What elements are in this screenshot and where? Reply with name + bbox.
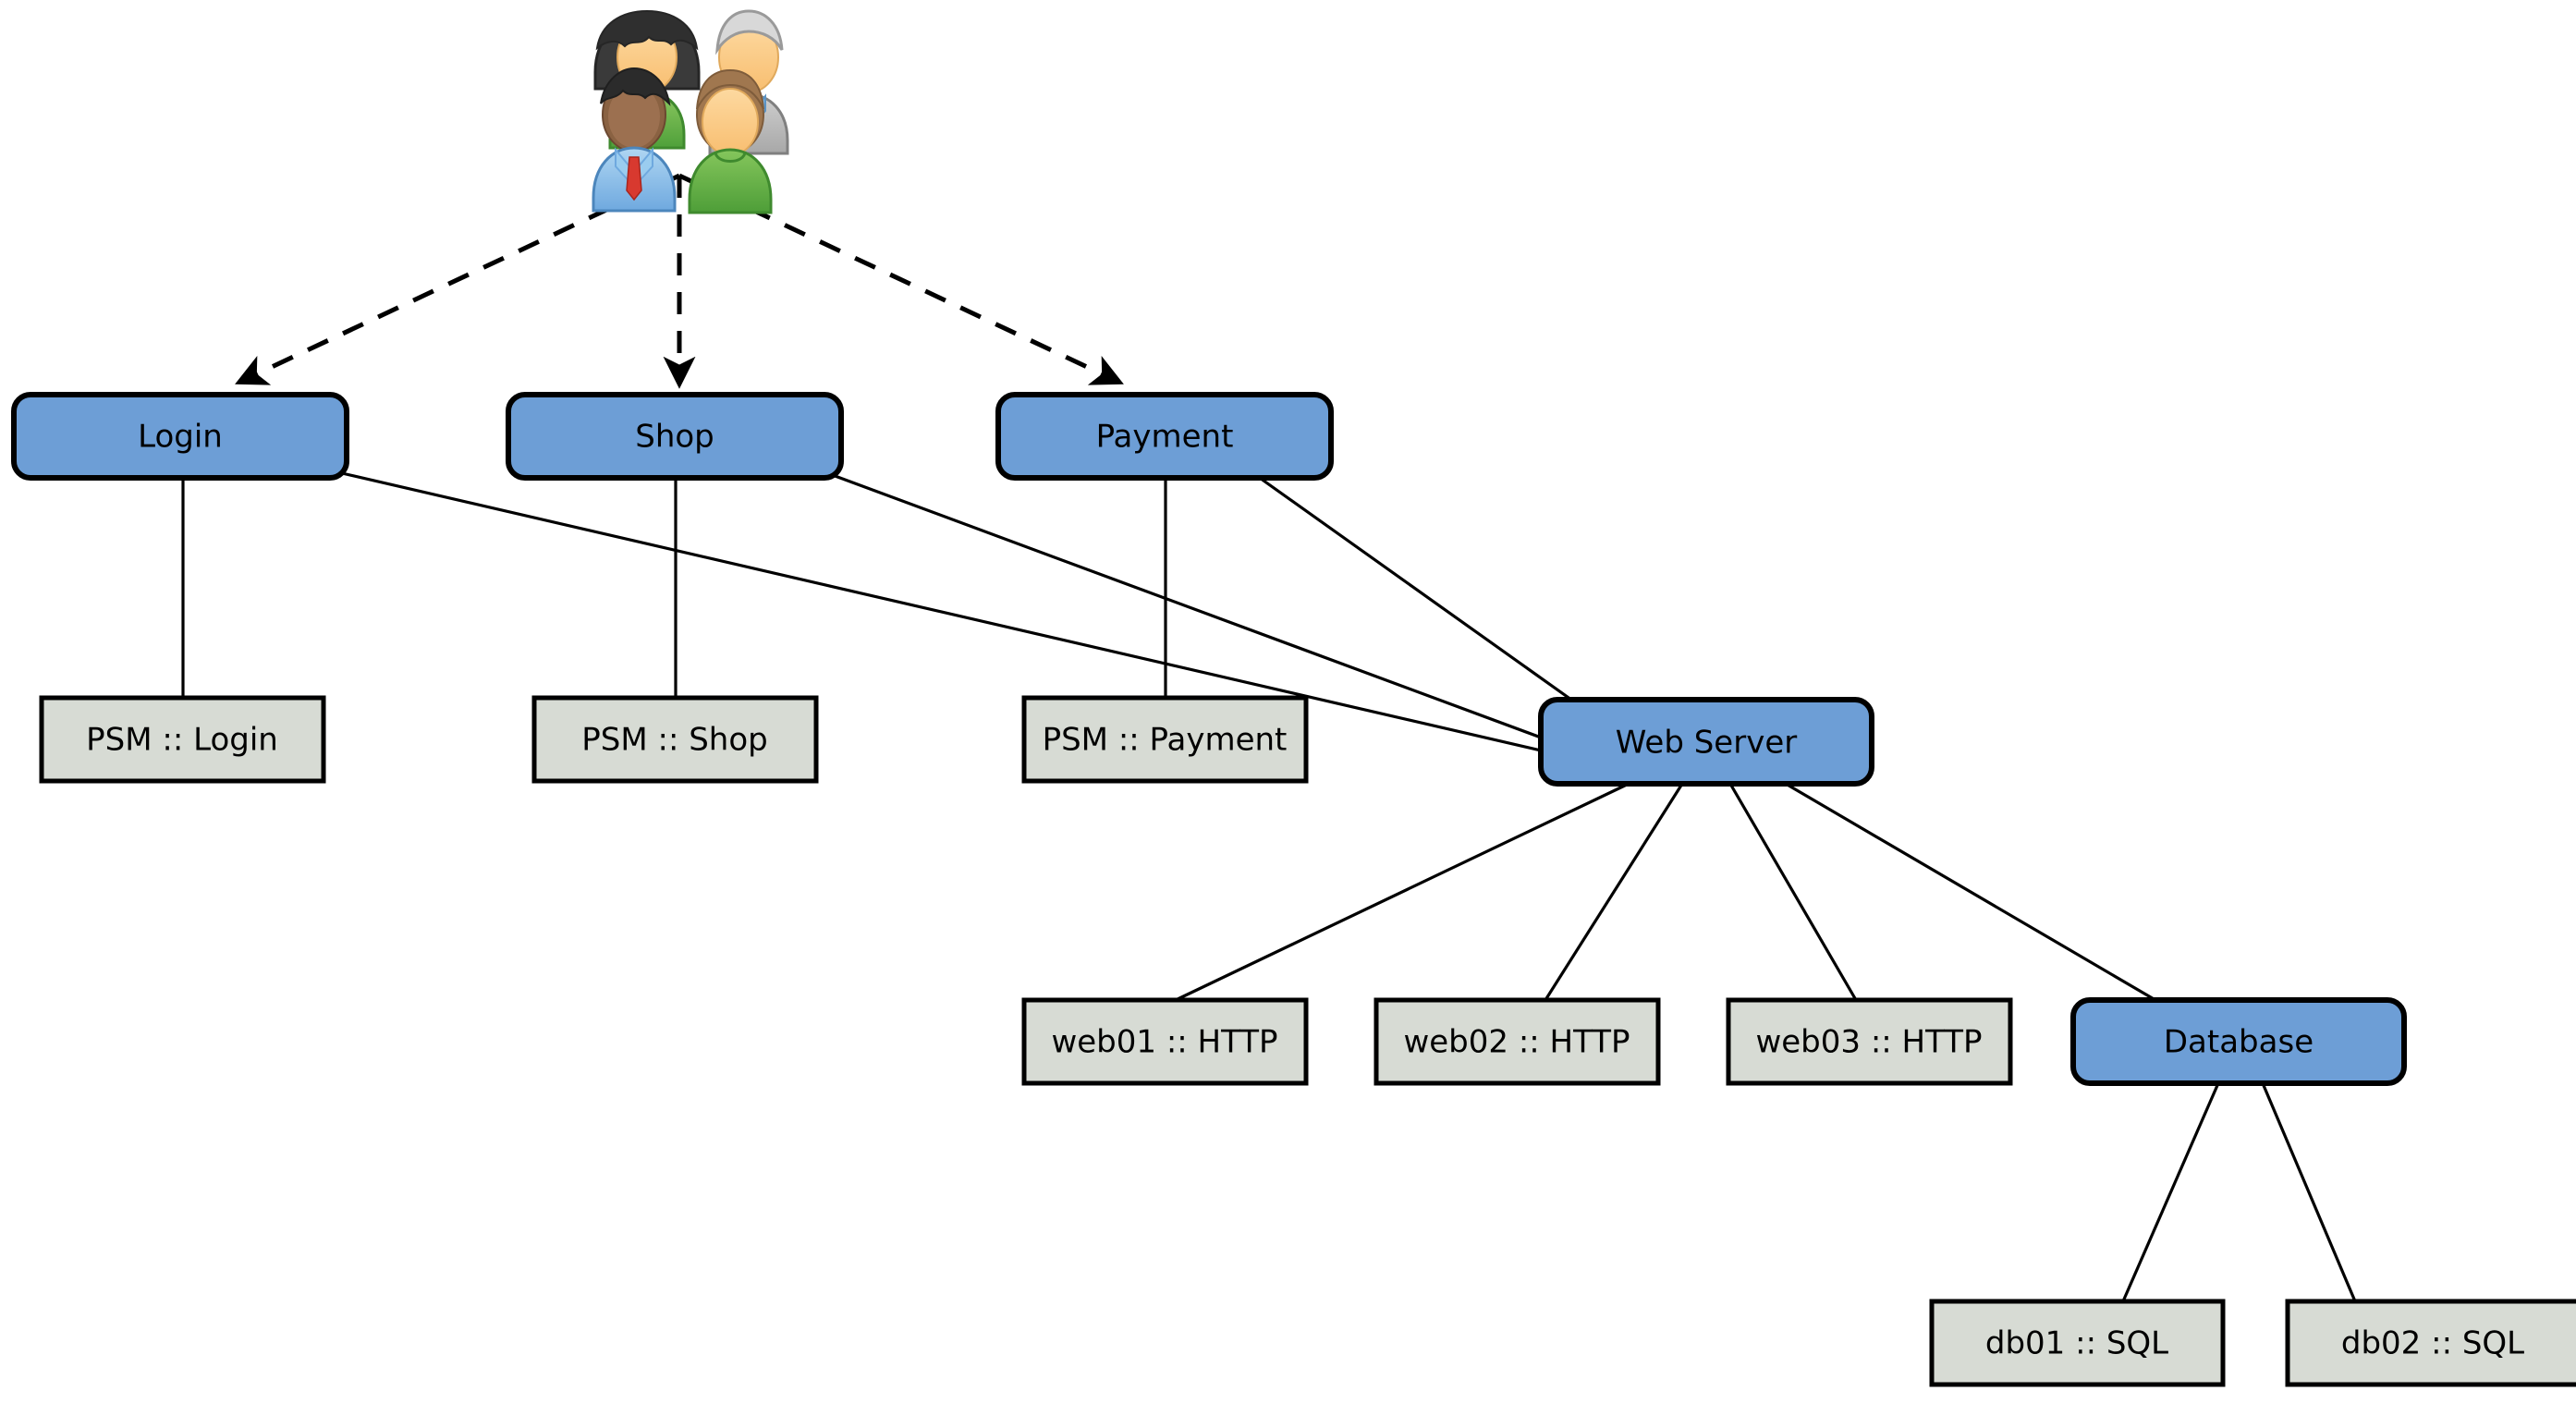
artifact-web03[interactable]: web03 :: HTTP [1726, 997, 2013, 1086]
node-shop-label: Shop [635, 419, 714, 456]
nodes-layer: Login Shop Payment Web Server Database [11, 392, 2576, 1387]
node-database[interactable]: Database [2070, 997, 2407, 1086]
edges-layer [181, 173, 2357, 1302]
edge-payment-webserver [1256, 474, 1572, 702]
node-web-server-label: Web Server [1616, 725, 1797, 762]
artifact-web01[interactable]: web01 :: HTTP [1021, 997, 1309, 1086]
edge-webserver-database [1785, 782, 2156, 1002]
actor-person-front-right [688, 68, 773, 214]
artifact-web02[interactable]: web02 :: HTTP [1373, 997, 1661, 1086]
artifact-db02-label: db02 :: SQL [2341, 1325, 2524, 1362]
actor-person-front-left [592, 67, 677, 213]
artifact-web03-label: web03 :: HTTP [1755, 1024, 1982, 1061]
edge-shop-webserver [829, 472, 1552, 743]
node-payment-label: Payment [1096, 419, 1234, 456]
node-login[interactable]: Login [11, 392, 349, 481]
node-database-label: Database [2164, 1024, 2314, 1061]
artifact-psm-payment-label: PSM :: Payment [1043, 722, 1288, 759]
artifact-db02[interactable]: db02 :: SQL [2285, 1299, 2576, 1387]
node-payment[interactable]: Payment [995, 392, 1334, 481]
artifact-psm-shop-label: PSM :: Shop [581, 722, 767, 759]
artifact-db01[interactable]: db01 :: SQL [1929, 1299, 2226, 1387]
artifact-db01-label: db01 :: SQL [1985, 1325, 2168, 1362]
artifact-psm-payment[interactable]: PSM :: Payment [1021, 695, 1309, 784]
edge-webserver-web02 [1544, 783, 1684, 1001]
edge-database-db02 [2261, 1082, 2357, 1302]
artifact-web02-label: web02 :: HTTP [1403, 1024, 1630, 1061]
edge-database-db01 [2121, 1082, 2220, 1302]
node-shop[interactable]: Shop [506, 392, 844, 481]
artifact-web01-label: web01 :: HTTP [1051, 1024, 1277, 1061]
node-web-server[interactable]: Web Server [1538, 697, 1874, 787]
edge-login-webserver [341, 471, 1554, 755]
node-login-label: Login [138, 419, 223, 456]
artifact-psm-login-label: PSM :: Login [86, 722, 278, 759]
artifact-psm-shop[interactable]: PSM :: Shop [531, 695, 819, 784]
edge-webserver-web01 [1175, 782, 1630, 1002]
artifact-psm-login[interactable]: PSM :: Login [39, 695, 326, 784]
users-group-icon [592, 9, 789, 214]
edge-webserver-web03 [1728, 783, 1858, 1001]
